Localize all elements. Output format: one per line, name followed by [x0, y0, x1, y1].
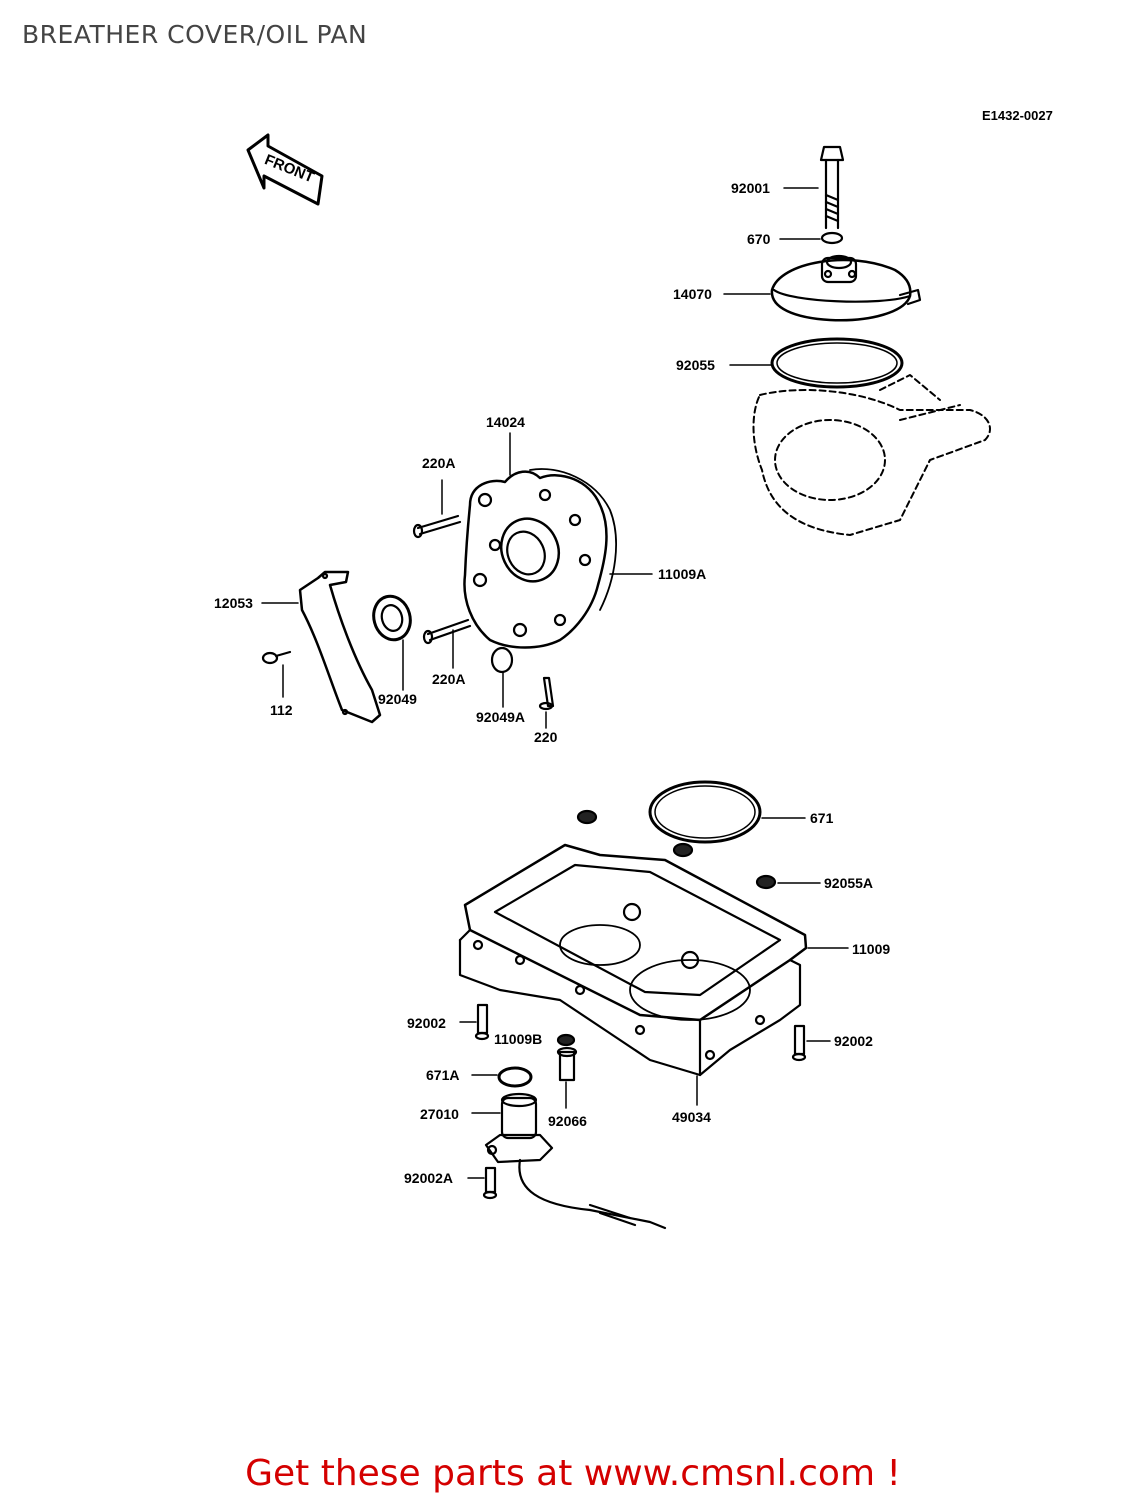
screw-112 — [261, 650, 292, 665]
part-label-92002-left[interactable]: 92002 — [407, 1015, 446, 1031]
leader-lines — [261, 187, 849, 1179]
parts-diagram: FRONT — [246, 133, 991, 1230]
bolt-92001 — [819, 145, 845, 230]
cap-92049A — [490, 646, 514, 674]
plug-92066 — [556, 1046, 578, 1082]
part-label-92066[interactable]: 92066 — [548, 1113, 587, 1129]
part-label-92002-right[interactable]: 92002 — [834, 1033, 873, 1049]
seal-small-2 — [672, 842, 694, 858]
part-label-11009A[interactable]: 11009A — [658, 566, 707, 582]
guide-12053 — [298, 570, 382, 724]
diagram-code: E1432-0027 — [982, 108, 1053, 123]
part-label-27010[interactable]: 27010 — [420, 1106, 459, 1122]
page-title: BREATHER COVER/OIL PAN — [22, 20, 368, 49]
bolt-220A-top — [412, 514, 462, 539]
seal-92055A — [755, 874, 777, 890]
part-label-220A-bottom[interactable]: 220A — [432, 671, 466, 687]
part-label-49034[interactable]: 49034 — [672, 1109, 711, 1125]
oring-671 — [648, 780, 762, 844]
part-label-92049[interactable]: 92049 — [378, 691, 417, 707]
seal-small-1 — [576, 809, 598, 825]
washer-11009B — [556, 1033, 576, 1047]
part-label-220A-top[interactable]: 220A — [422, 455, 456, 471]
screw-220 — [538, 676, 555, 711]
part-label-92055[interactable]: 92055 — [676, 357, 715, 373]
oring-671A — [497, 1066, 533, 1088]
part-label-92055A[interactable]: 92055A — [824, 875, 874, 891]
engine-cover-14024 — [463, 468, 617, 649]
footer-link[interactable]: Get these parts at www.cmsnl.com ! — [245, 1453, 901, 1494]
oil-pressure-switch-27010 — [484, 1092, 667, 1230]
oil-seal-92049 — [372, 594, 412, 642]
part-label-11009[interactable]: 11009 — [852, 941, 891, 957]
part-label-220[interactable]: 220 — [534, 729, 558, 745]
engine-case-outline — [752, 374, 991, 536]
bolt-220A-bottom — [422, 618, 472, 645]
part-label-12053[interactable]: 12053 — [214, 595, 253, 611]
part-label-92002A[interactable]: 92002A — [404, 1170, 454, 1186]
oring-92055 — [770, 337, 904, 389]
bolt-92002A — [482, 1166, 498, 1200]
bolt-92002-right — [791, 1024, 807, 1062]
part-label-14070[interactable]: 14070 — [673, 286, 712, 302]
front-arrow-icon: FRONT — [246, 133, 324, 206]
part-label-671[interactable]: 671 — [810, 810, 834, 826]
washer-670 — [820, 231, 844, 245]
part-label-14024[interactable]: 14024 — [486, 414, 525, 430]
oil-pan-49034 — [458, 843, 808, 1077]
bolt-92002-left — [474, 1003, 490, 1041]
part-label-112[interactable]: 112 — [270, 702, 293, 718]
part-label-671A[interactable]: 671A — [426, 1067, 460, 1083]
part-label-11009B[interactable]: 11009B — [494, 1031, 543, 1047]
breather-cover-14070 — [770, 254, 922, 322]
part-label-92001[interactable]: 92001 — [731, 180, 770, 196]
part-label-92049A[interactable]: 92049A — [476, 709, 526, 725]
part-label-670[interactable]: 670 — [747, 231, 771, 247]
